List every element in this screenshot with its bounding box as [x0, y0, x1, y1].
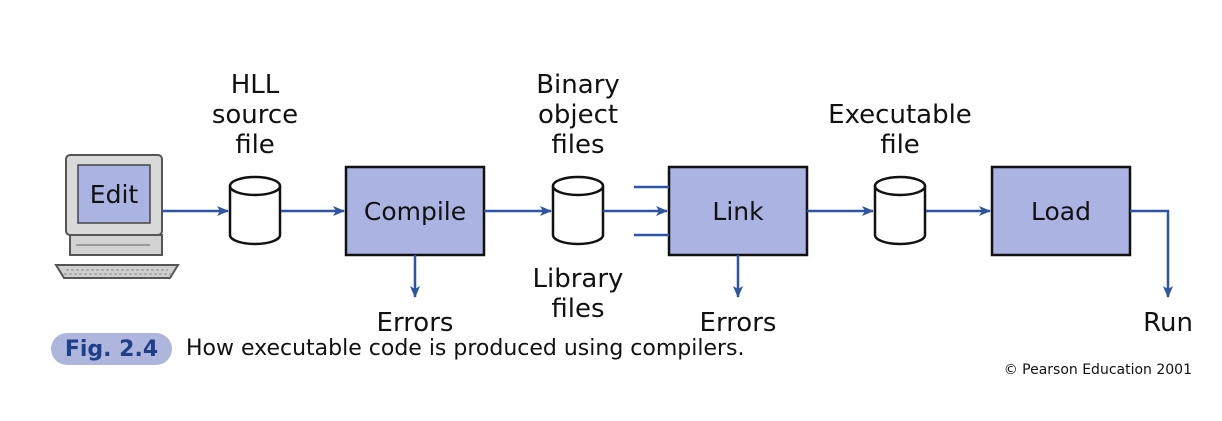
object-files-cylinder: [551, 175, 605, 246]
link-box: [667, 165, 809, 257]
compile-label: Compile: [363, 196, 467, 226]
hll-source-label: HLL source file: [211, 70, 299, 160]
load-label: Load: [1031, 196, 1091, 226]
executable-file-label: Executable file: [828, 100, 972, 160]
computer-icon: [54, 154, 180, 279]
link-label: Link: [712, 196, 764, 226]
executable-file-cylinder: [873, 175, 927, 246]
run-label: Run: [1143, 308, 1193, 338]
arrow-load-to-run: [1130, 209, 1173, 298]
copyright-notice: © Pearson Education 2001: [1003, 362, 1192, 378]
figure-number-badge: Fig. 2.4: [51, 333, 172, 365]
edit-label: Edit: [89, 179, 139, 209]
link-errors-label: Errors: [699, 308, 777, 338]
binary-object-label: Binary object files: [536, 70, 620, 160]
figure-caption: How executable code is produced using co…: [186, 336, 745, 361]
library-files-label: Library files: [532, 264, 624, 324]
compile-errors-label: Errors: [376, 308, 454, 338]
hll-source-cylinder: [228, 175, 282, 246]
compile-box: [344, 165, 486, 257]
